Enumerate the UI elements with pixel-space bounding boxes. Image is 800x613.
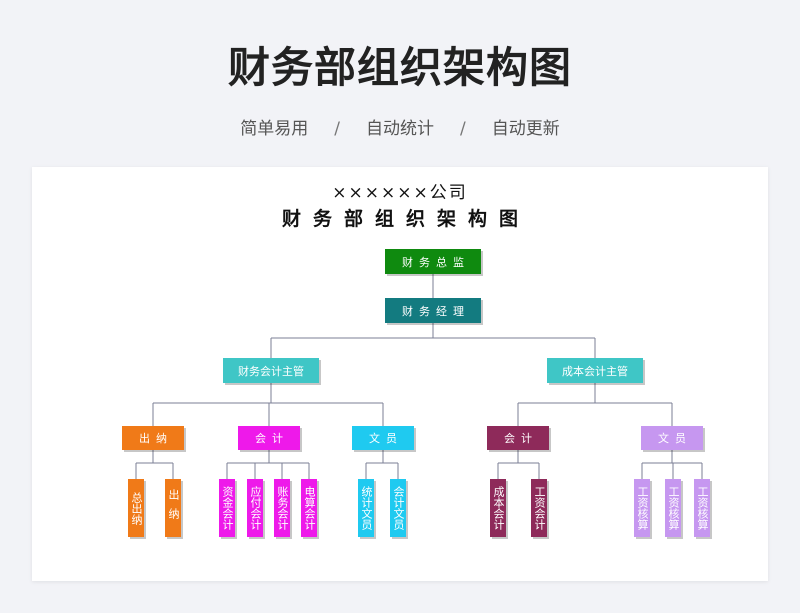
member-node: 电算会计 [301, 479, 317, 537]
feature-list: 简单易用 / 自动统计 / 自动更新 [0, 114, 800, 139]
group-node: 出纳 [122, 426, 184, 450]
group-node: 文员 [641, 426, 703, 450]
member-node: 工资核算 [665, 479, 681, 537]
manager-node: 财务经理 [385, 298, 481, 323]
org-chart-title: 财务部组织架构图 [281, 208, 530, 230]
member-node: 统计文员 [358, 479, 374, 537]
supervisor-node: 成本会计主管 [547, 358, 643, 383]
member-node: 工资核算 [694, 479, 710, 537]
member-node: 账务会计 [274, 479, 290, 537]
separator: / [460, 119, 466, 139]
feature-item: 自动更新 [491, 119, 560, 139]
company-name: ××××××公司 [332, 183, 468, 203]
member-node: 会计文员 [390, 479, 406, 537]
feature-item: 简单易用 [240, 119, 309, 139]
member-node: 应付会计 [247, 479, 263, 537]
separator: / [334, 119, 340, 139]
group-node: 文员 [352, 426, 414, 450]
director-node: 财务总监 [385, 249, 481, 274]
member-node: 资金会计 [219, 479, 235, 537]
member-node: 工资核算 [634, 479, 650, 537]
member-node: 成本会计 [490, 479, 506, 537]
group-node: 会计 [238, 426, 300, 450]
member-node: 总出纳 [128, 479, 144, 537]
feature-item: 自动统计 [366, 119, 434, 139]
page-title: 财务部组织架构图 [227, 43, 572, 92]
supervisor-node: 财务会计主管 [223, 358, 319, 383]
group-node: 会计 [487, 426, 549, 450]
member-node: 出纳 [165, 479, 181, 537]
member-node: 工资会计 [531, 479, 547, 537]
